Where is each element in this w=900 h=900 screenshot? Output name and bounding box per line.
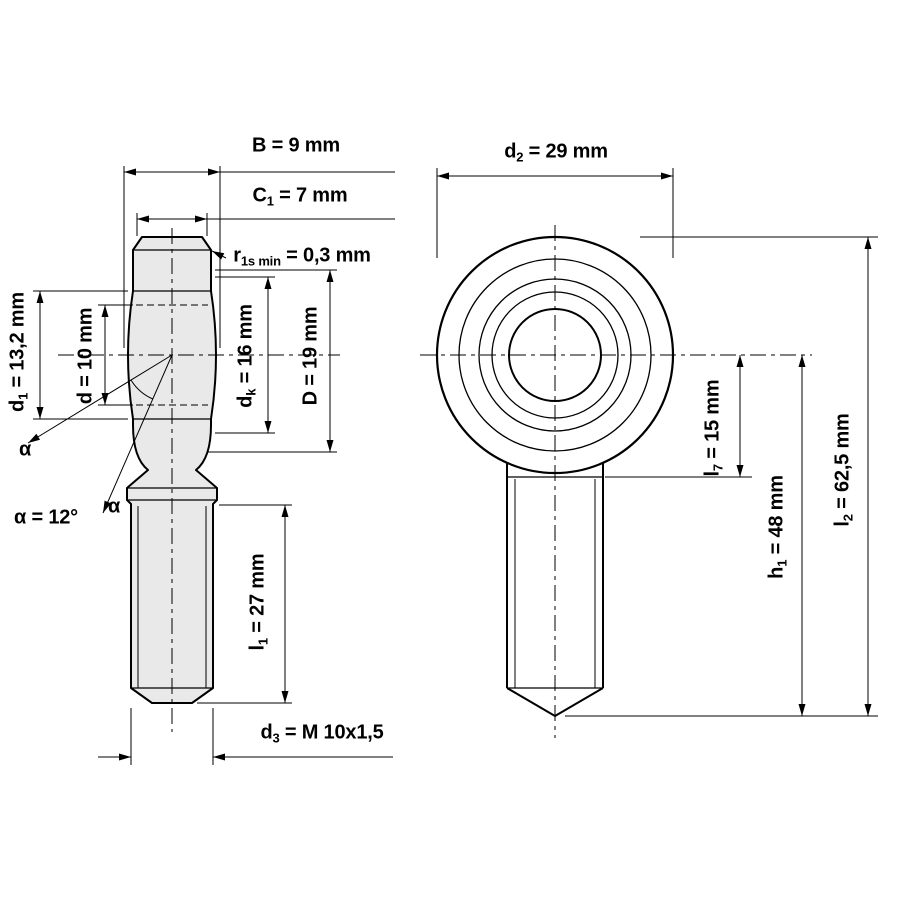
dim-label-dk: dk = 16 mm bbox=[234, 304, 259, 408]
dim-label-D: D = 19 mm bbox=[299, 306, 322, 406]
angle-label-alpha-value: α = 12° bbox=[14, 506, 78, 529]
dim-label-B: B = 9 mm bbox=[252, 134, 340, 157]
dim-label-d: d = 10 mm bbox=[74, 307, 97, 405]
dim-label-d1: d1 = 13,2 mm bbox=[6, 292, 31, 412]
dim-label-r1s-min: r1s min = 0,3 mm bbox=[233, 244, 371, 269]
dim-label-h1: h1 = 48 mm bbox=[765, 475, 790, 579]
dim-label-d2: d2 = 29 mm bbox=[504, 140, 608, 165]
angle-label-alpha-2: α bbox=[107, 495, 121, 518]
dim-label-l1: l1 = 27 mm bbox=[246, 553, 271, 651]
angle-label-alpha-1: α bbox=[18, 438, 32, 461]
side-view-drawing bbox=[27, 166, 395, 765]
dim-label-l7: l7 = 15 mm bbox=[701, 379, 726, 477]
dim-label-l2: l2 = 62,5 mm bbox=[831, 413, 856, 527]
dim-label-d3: d3 = M 10x1,5 bbox=[260, 721, 384, 746]
dim-label-C1: C1 = 7 mm bbox=[252, 184, 348, 209]
front-view-drawing bbox=[420, 168, 878, 738]
